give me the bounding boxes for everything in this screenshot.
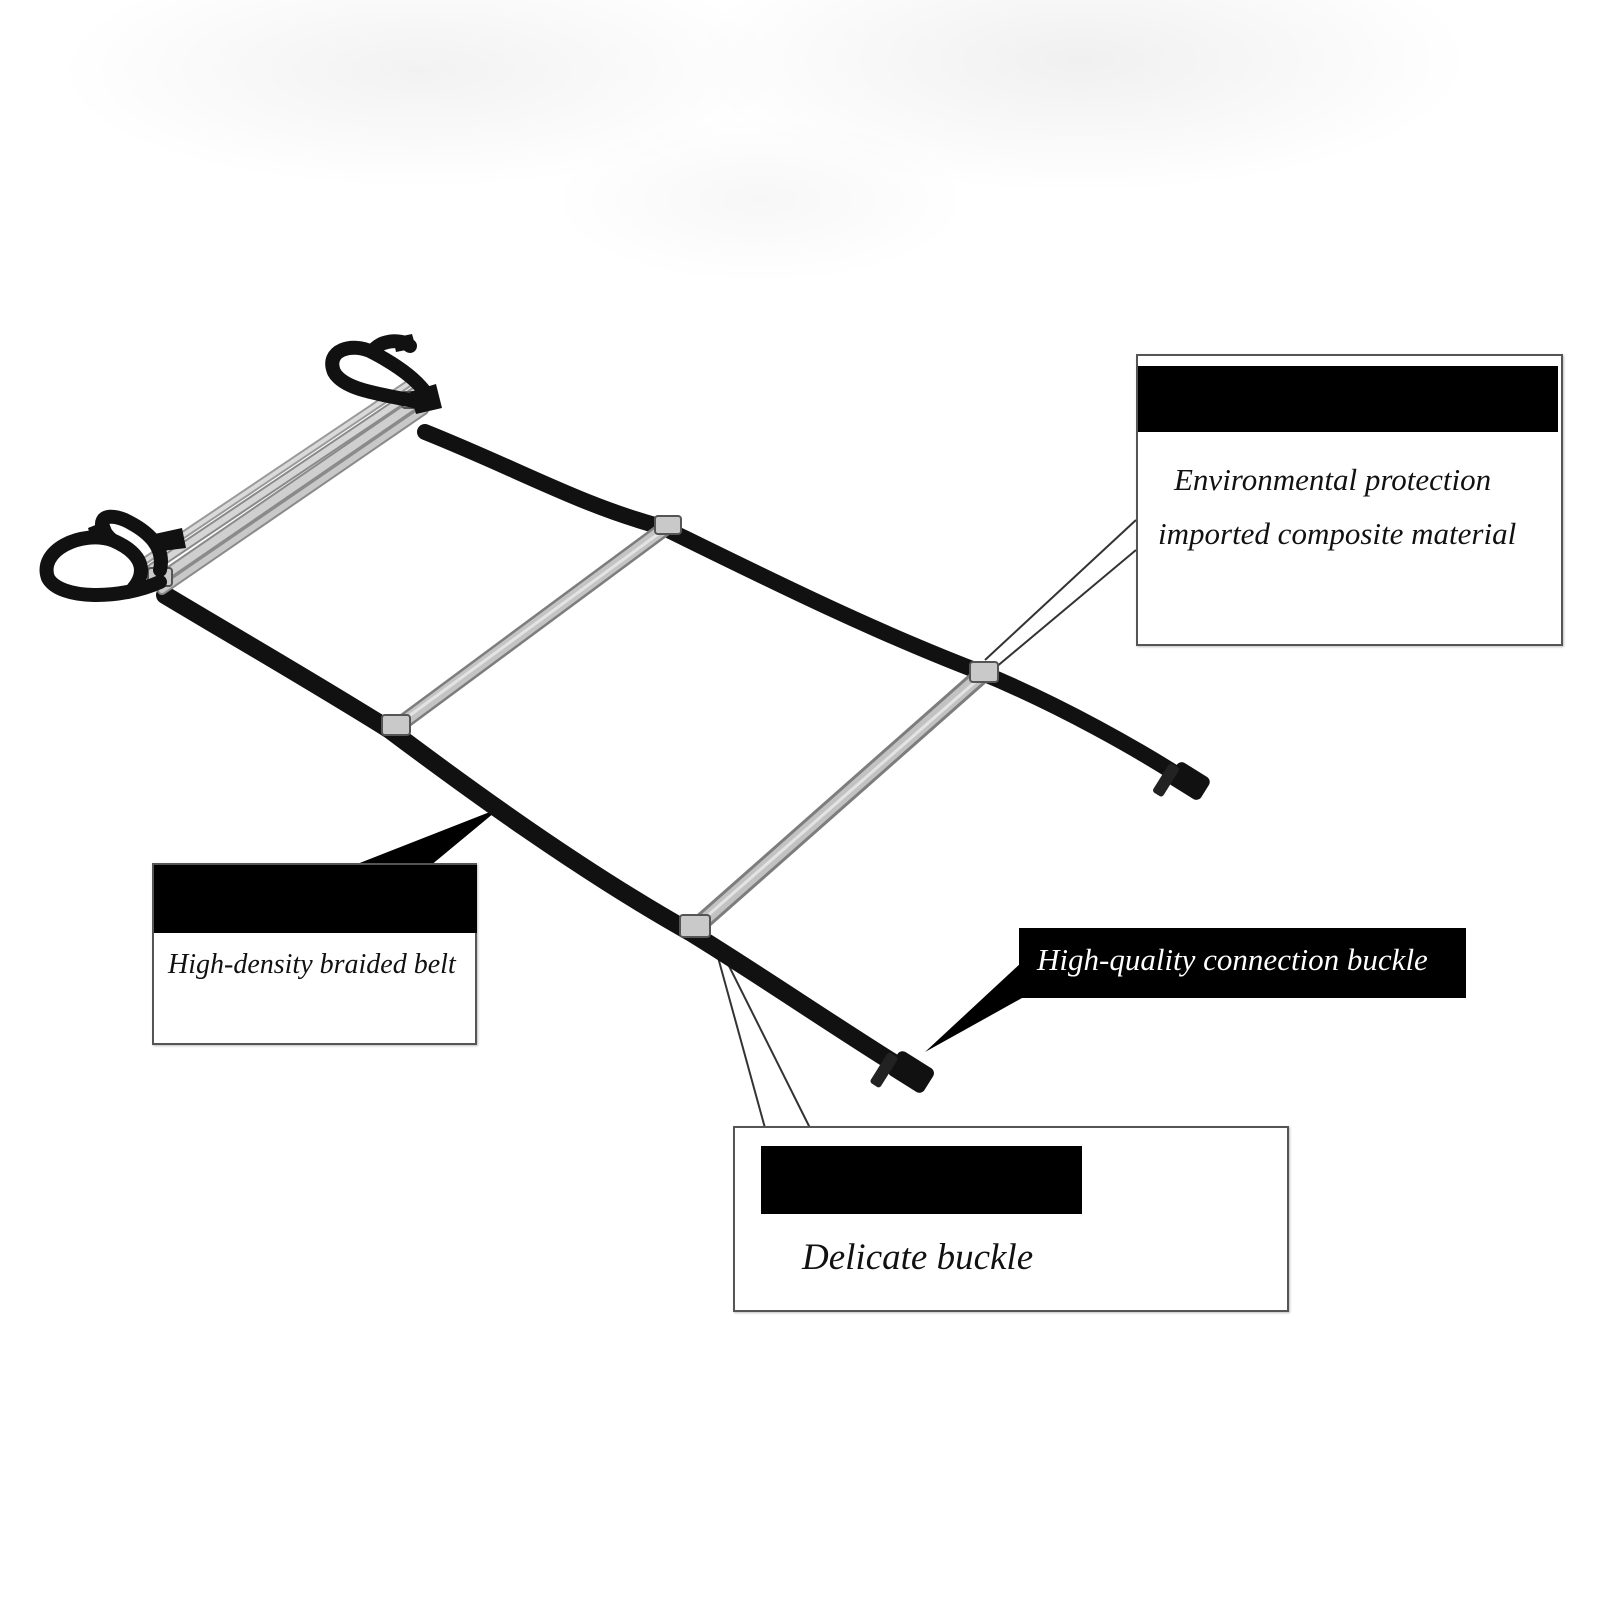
callout-title-bar xyxy=(761,1146,1082,1214)
strap-loops xyxy=(39,334,437,602)
braided-belt-label: High-density braided belt xyxy=(168,949,456,980)
delicate-buckle-callout: Delicate buckle xyxy=(733,1126,1289,1312)
connection-buckle-label: High-quality connection buckle xyxy=(1037,942,1428,977)
delicate-buckle-icon xyxy=(870,1051,934,1093)
environmental-callout: Environmental protection imported compos… xyxy=(1136,354,1563,646)
connection-buckle-icon xyxy=(1153,762,1210,800)
strap-tabs xyxy=(88,334,442,552)
connection-buckle-callout: High-quality connection buckle xyxy=(1019,928,1466,998)
braided-belt-callout: High-density braided belt xyxy=(152,863,477,1045)
callout-title-bar xyxy=(1138,366,1558,432)
callout-title-bar xyxy=(154,865,477,933)
conn-callout-pointer xyxy=(925,962,1022,1052)
leader-lines xyxy=(715,519,1137,1129)
delicate-buckle-label: Delicate buckle xyxy=(802,1237,1034,1278)
environmental-line1: Environmental protection xyxy=(1174,462,1492,497)
environmental-line2: imported composite material xyxy=(1158,516,1517,551)
ladder-straps xyxy=(156,424,1203,1079)
ladder-rungs xyxy=(142,380,994,937)
belt-callout-pointer xyxy=(352,808,500,866)
